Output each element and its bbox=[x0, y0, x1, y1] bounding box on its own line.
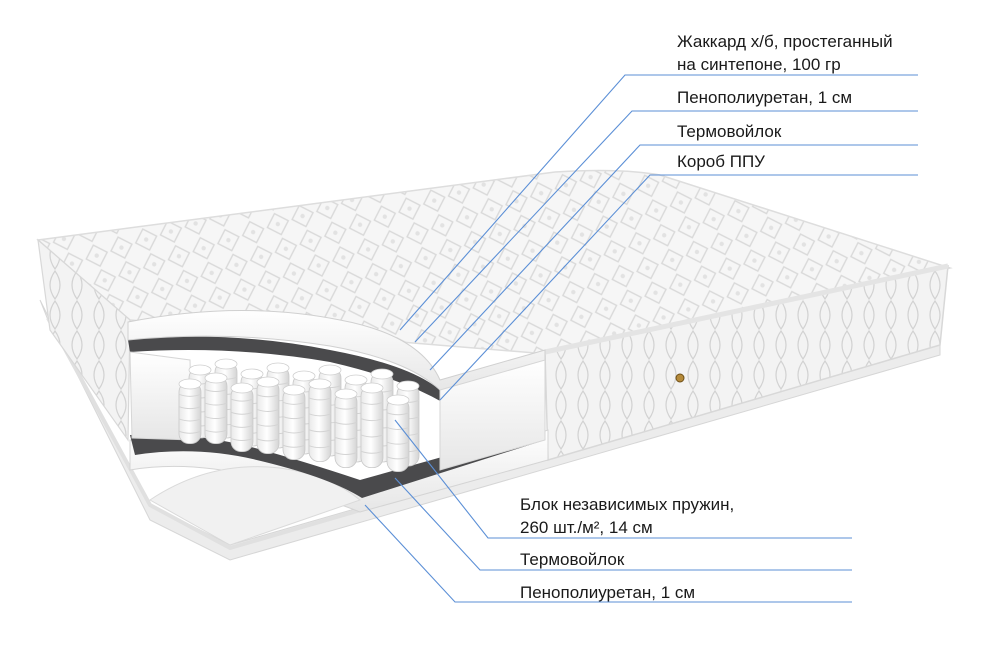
spring bbox=[282, 384, 306, 460]
spring bbox=[230, 382, 254, 452]
spring bbox=[308, 378, 332, 462]
leader-line-springs bbox=[394, 419, 852, 539]
leader-line-foam-box bbox=[439, 174, 918, 401]
leader-line-felt-bottom bbox=[394, 477, 852, 571]
foam-box-wall bbox=[439, 359, 546, 471]
label-spring-block: Блок независимых пружин, 260 шт./м², 14 … bbox=[520, 495, 735, 537]
spring bbox=[360, 382, 384, 468]
mattress-left-side bbox=[37, 238, 131, 442]
leader-line-jacquard bbox=[399, 74, 918, 331]
ventilation-grommet bbox=[675, 373, 685, 383]
leader-line-felt-top bbox=[429, 144, 918, 371]
label-felt-bottom: Термовойлок bbox=[520, 550, 625, 569]
spring bbox=[334, 388, 358, 468]
spring bbox=[204, 372, 228, 444]
leader-lines bbox=[364, 74, 918, 603]
top-felt-layer bbox=[128, 336, 545, 402]
spring bbox=[178, 378, 202, 444]
pocket-springs-block bbox=[178, 358, 420, 472]
bottom-foam-layer bbox=[149, 466, 362, 546]
spring bbox=[386, 394, 410, 472]
leader-line-ppu-bottom bbox=[364, 504, 852, 603]
label-jacquard: Жаккард х/б, простеганный на синтепоне, … bbox=[677, 32, 893, 74]
label-polyurethane-top: Пенополиуретан, 1 см bbox=[677, 88, 853, 107]
label-felt-top: Термовойлок bbox=[677, 122, 782, 141]
label-foam-box: Короб ППУ bbox=[677, 152, 765, 171]
mattress-top-surface bbox=[36, 169, 953, 356]
leader-line-ppu-top bbox=[414, 110, 918, 343]
spring bbox=[256, 376, 280, 454]
label-polyurethane-bottom: Пенополиуретан, 1 см bbox=[520, 583, 696, 602]
